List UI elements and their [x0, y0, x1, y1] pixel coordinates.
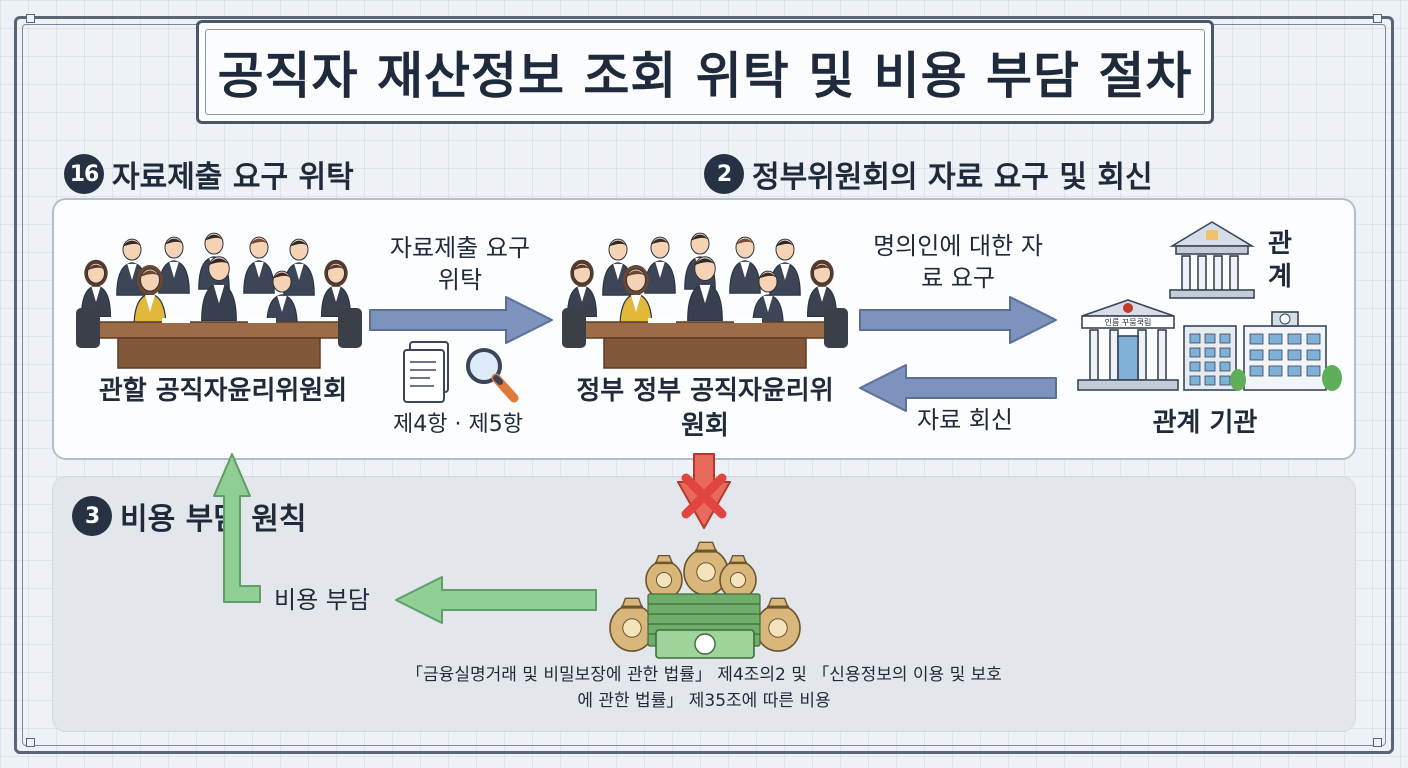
- section-badge: 3: [72, 496, 112, 536]
- agencies-label: 관계 기관: [1152, 408, 1258, 438]
- magnifier-icon: [466, 348, 519, 403]
- corner-ornament: [26, 14, 35, 23]
- person-figure: [201, 256, 237, 322]
- title-banner: 공직자 재산정보 조회 위탁 및 비용 부담 절차: [196, 20, 1214, 124]
- person-figure: [320, 259, 352, 317]
- clauses-label: 제4항 · 제5항: [393, 412, 523, 437]
- person-figure: [158, 236, 190, 294]
- person-figure: [133, 265, 167, 329]
- section-badge: 2: [704, 154, 744, 194]
- section-label: 비용 부담 원칙: [120, 502, 307, 537]
- person-figure: [644, 236, 676, 294]
- person-figure: [283, 238, 315, 296]
- page-title: 공직자 재산정보 조회 위탁 및 비용 부담 절차: [217, 47, 1193, 105]
- delegate-arrow-label: 자료제출 요구 위탁: [389, 234, 531, 295]
- committee-people-icon: [562, 232, 848, 369]
- committee-people-icon: [76, 232, 362, 369]
- law-note: 「금융실명거래 및 비밀보장에 관한 법률」 제4조의2 및 「신용정보의 이용…: [406, 665, 1002, 712]
- outer-frame: [14, 16, 1394, 754]
- cross-icon: [677, 453, 731, 529]
- money-bag: [645, 555, 683, 600]
- agencies-side-label: 관 계: [1268, 229, 1292, 292]
- request-arrow-label: 명의인에 대한 자료 요구: [873, 232, 1043, 293]
- request-arrow: [859, 296, 1057, 344]
- cost-arrow-label: 비용 부담: [274, 586, 370, 614]
- section-label: 자료제출 요구 위탁: [112, 160, 354, 195]
- cost-arrow: [395, 576, 597, 624]
- corner-ornament: [1373, 14, 1382, 23]
- person-figure: [80, 259, 112, 317]
- section-label: 정부위원회의 자료 요구 및 회신: [752, 160, 1153, 195]
- money-bag: [609, 597, 655, 652]
- person-figure: [687, 256, 723, 322]
- delegate-arrow: [369, 296, 553, 344]
- section-heading-1: 16 자료제출 요구 위탁: [64, 152, 354, 196]
- person-figure: [566, 259, 598, 317]
- corner-ornament: [1373, 738, 1382, 747]
- money-bag: [755, 597, 801, 652]
- reply-arrow: [859, 364, 1057, 412]
- person-figure: [729, 236, 761, 294]
- person-figure: [619, 265, 653, 329]
- reply-arrow-label: 자료 회신: [917, 406, 1013, 434]
- government-buildings-icon: 인름 꾸뭄쿡림: [1077, 221, 1342, 391]
- gov-committee-label: 정부 정부 공직자윤리위원회: [576, 376, 834, 442]
- section-badge: 16: [64, 154, 104, 194]
- section-heading-2: 2 정부위원회의 자료 요구 및 회신: [704, 152, 1153, 196]
- person-figure: [806, 259, 838, 317]
- section-heading-3: 3 비용 부담 원칙: [72, 494, 307, 538]
- document-icon: [403, 341, 449, 403]
- money-bags-icon: [609, 541, 801, 659]
- return-arrow: [213, 453, 261, 603]
- person-figure: [243, 236, 275, 294]
- local-committee-label: 관할 공직자윤리위원회: [98, 376, 348, 406]
- corner-ornament: [26, 738, 35, 747]
- bank-sign: 인름 꾸뭄쿡림: [1105, 317, 1152, 327]
- person-figure: [769, 238, 801, 296]
